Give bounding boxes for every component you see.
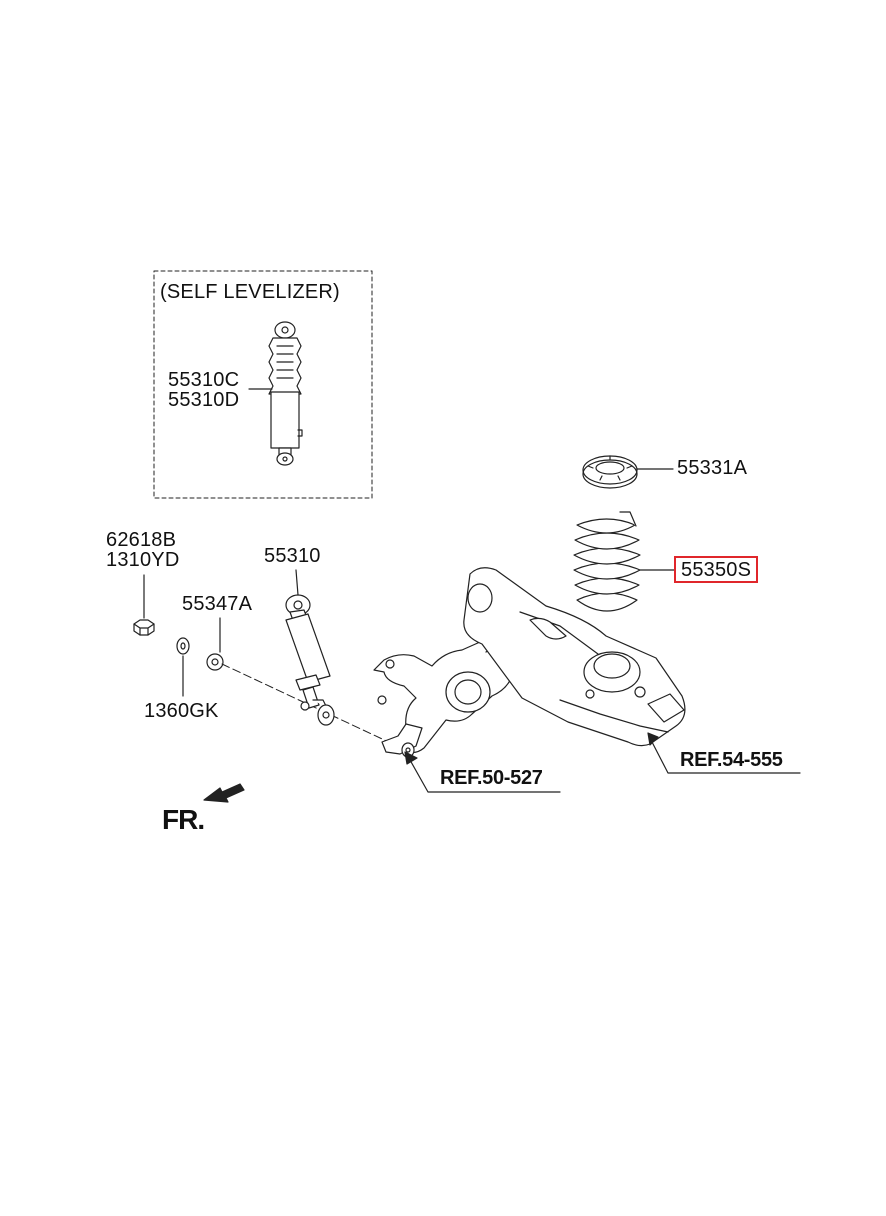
coil-spring-illustration bbox=[573, 511, 641, 612]
spring-pad-illustration bbox=[582, 455, 638, 489]
ref-label-50-527[interactable]: REF.50-527 bbox=[440, 767, 543, 789]
front-indicator-label: FR. bbox=[162, 804, 205, 835]
bolt-axis-line bbox=[221, 663, 411, 753]
washer-1360gk-illustration bbox=[176, 637, 190, 655]
self-levelizer-shock-illustration bbox=[268, 321, 303, 466]
ref-50-527-leader bbox=[404, 751, 561, 793]
part-label-1360gk[interactable]: 1360GK bbox=[144, 700, 219, 722]
part-label-62618b[interactable]: 62618B bbox=[106, 529, 177, 551]
part-label-55347a[interactable]: 55347A bbox=[182, 593, 253, 615]
part-label-55310[interactable]: 55310 bbox=[264, 545, 321, 567]
shock-absorber-illustration bbox=[285, 594, 335, 726]
part-label-1310yd[interactable]: 1310YD bbox=[106, 549, 180, 571]
part-label-55350s-highlighted[interactable]: 55350S bbox=[674, 556, 759, 583]
nut-illustration bbox=[133, 619, 155, 636]
front-arrow-icon bbox=[203, 783, 245, 803]
self-levelizer-inset-box bbox=[153, 270, 373, 499]
ref-54-555-leader bbox=[647, 732, 801, 774]
washer-55347a-illustration bbox=[206, 653, 224, 671]
part-label-55331a[interactable]: 55331A bbox=[677, 457, 748, 479]
part-label-55310d[interactable]: 55310D bbox=[168, 389, 240, 411]
part-label-55310c[interactable]: 55310C bbox=[168, 369, 240, 391]
lower-arm-illustration bbox=[463, 567, 686, 747]
ref-label-54-555[interactable]: REF.54-555 bbox=[680, 749, 783, 771]
inset-title: (SELF LEVELIZER) bbox=[160, 281, 340, 303]
